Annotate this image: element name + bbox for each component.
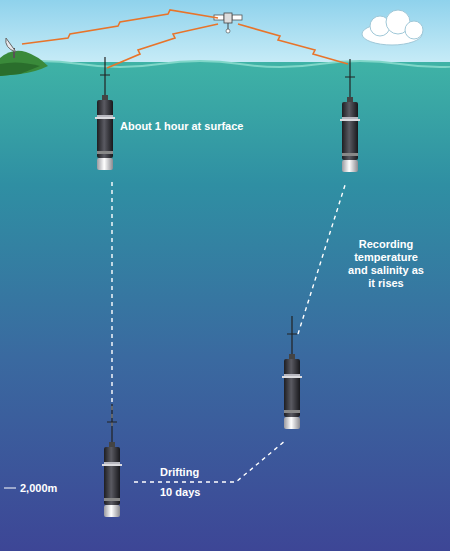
depth-label: 2,000m (20, 482, 57, 495)
rising-note: Recording temperature and salinity as it… (346, 238, 426, 290)
surface-note: About 1 hour at surface (120, 120, 243, 133)
drift-duration: 10 days (160, 486, 200, 499)
drift-label: Drifting (160, 466, 199, 479)
